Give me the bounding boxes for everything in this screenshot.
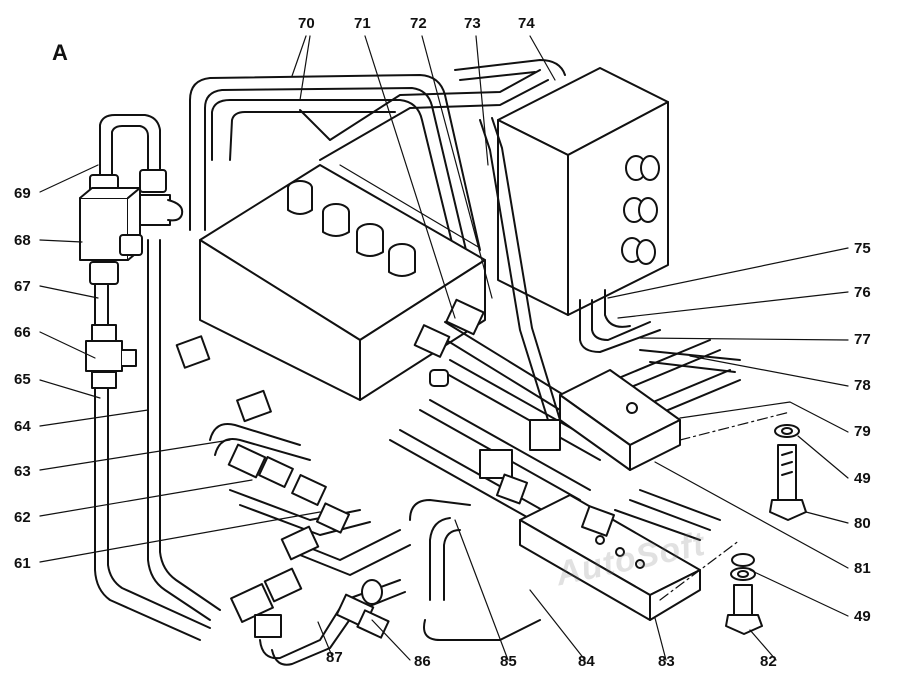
callout-66: 66: [14, 324, 31, 341]
callout-67: 67: [14, 278, 31, 295]
box-side-ports: [621, 155, 660, 265]
centerlines: [659, 411, 791, 601]
callout-73: 73: [464, 15, 481, 32]
callout-82: 82: [760, 653, 777, 670]
callout-76: 76: [854, 284, 871, 301]
lower-manifold: [519, 494, 701, 621]
callout-61: 61: [14, 555, 31, 572]
callout-63: 63: [14, 463, 31, 480]
bolt-upper: [769, 424, 807, 521]
callout-81: 81: [854, 560, 871, 577]
callout-80: 80: [854, 515, 871, 532]
left-vertical-pipes: [94, 114, 221, 641]
callout-70: 70: [298, 15, 315, 32]
callout-49-upper: 49: [854, 470, 871, 487]
callout-83: 83: [658, 653, 675, 670]
callout-64: 64: [14, 418, 31, 435]
right-manifold: [559, 369, 681, 471]
section-letter: A: [52, 40, 68, 65]
callout-69: 69: [14, 185, 31, 202]
upper-pipe-loop: [189, 59, 566, 256]
callout-62: 62: [14, 509, 31, 526]
callout-68: 68: [14, 232, 31, 249]
callout-79: 79: [854, 423, 871, 440]
callout-86: 86: [414, 653, 431, 670]
callout-87: 87: [326, 649, 343, 666]
callout-74: 74: [518, 15, 535, 32]
callout-65: 65: [14, 371, 31, 388]
block-ports: [287, 180, 416, 277]
callout-77: 77: [854, 331, 871, 348]
lower-fittings: [175, 298, 615, 639]
bolt-lower: [725, 553, 763, 635]
callout-85: 85: [500, 653, 517, 670]
callout-75: 75: [854, 240, 871, 257]
callout-78: 78: [854, 377, 871, 394]
leader-lines: [39, 35, 849, 661]
callout-71: 71: [354, 15, 371, 32]
left-fittings: [79, 169, 184, 389]
callout-49-lower: 49: [854, 608, 871, 625]
callout-72: 72: [410, 15, 427, 32]
callout-84: 84: [578, 653, 595, 670]
upper-right-box: [497, 67, 669, 316]
